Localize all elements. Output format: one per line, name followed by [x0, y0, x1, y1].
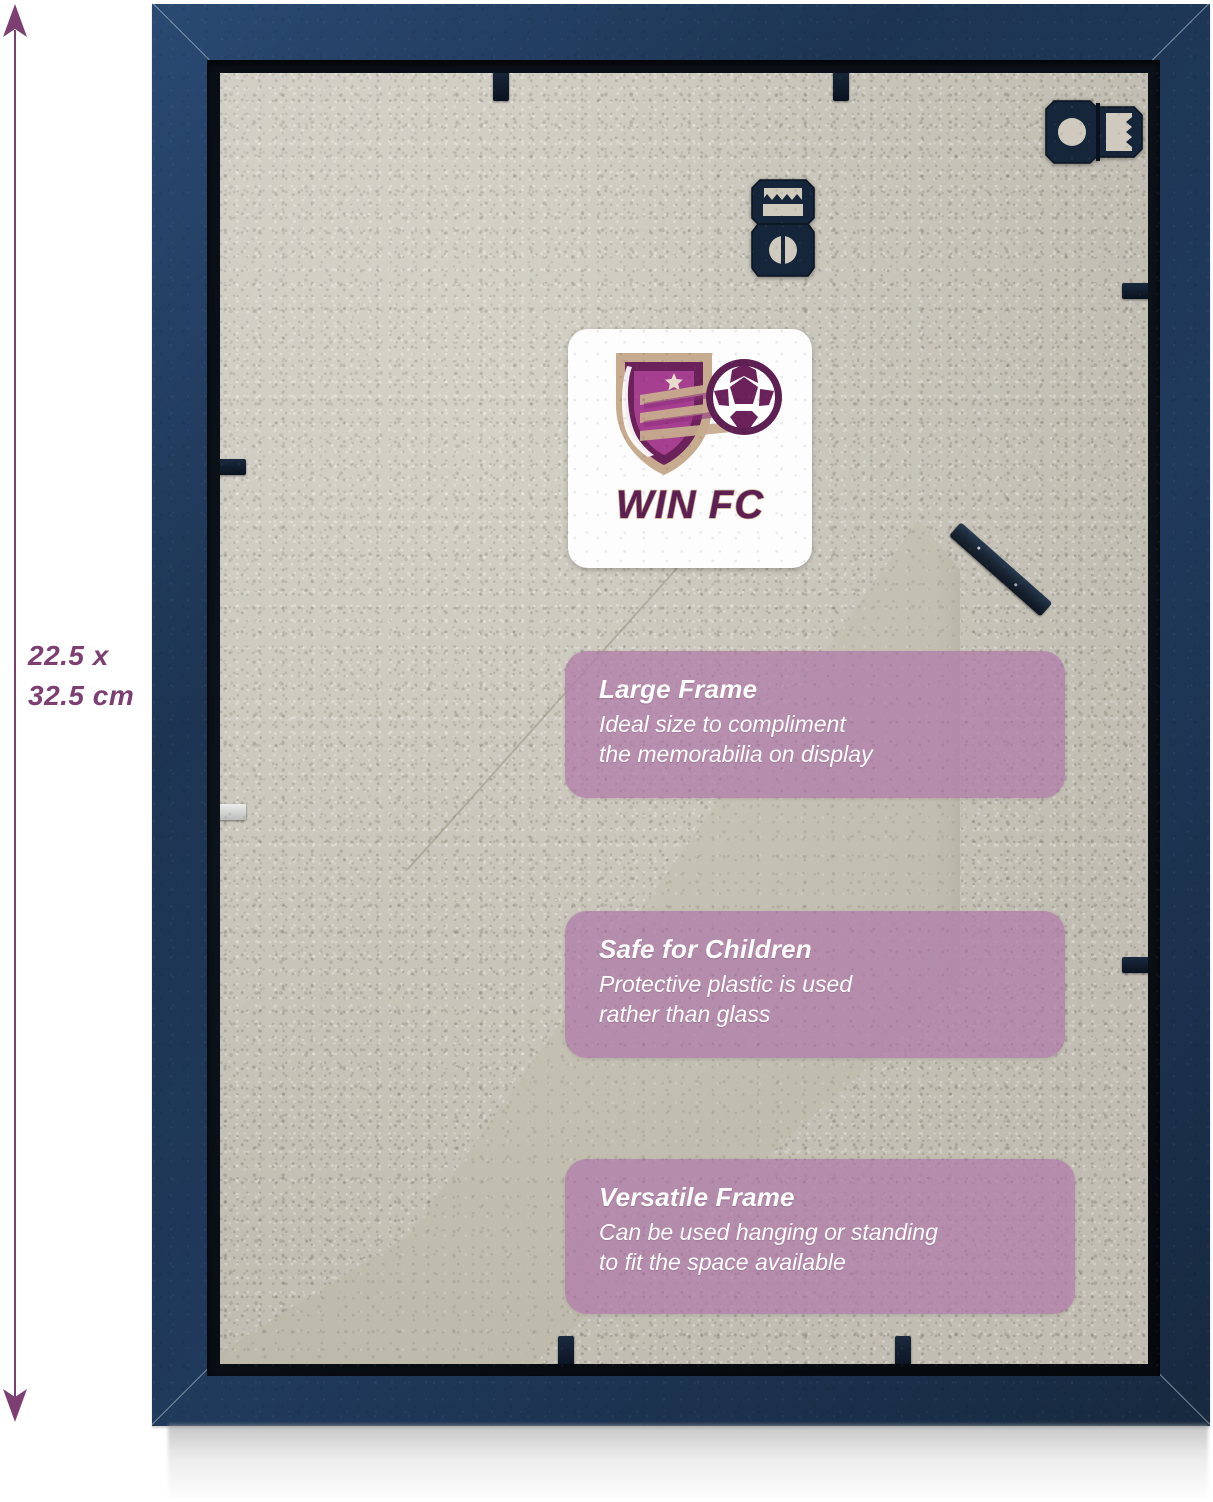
- retaining-tab-bottom-left: [558, 1336, 574, 1364]
- frame-drop-shadow: [168, 1424, 1208, 1502]
- retaining-tab-right-lower: [1122, 957, 1148, 973]
- backing-board: WIN FC Large Frame Ideal size to complim…: [220, 73, 1148, 1364]
- win-fc-logo-card: WIN FC: [568, 329, 812, 568]
- up-arrow-icon: [1, 4, 29, 38]
- callout-body: Ideal size to compliment the memorabilia…: [599, 711, 873, 767]
- picture-frame: WIN FC Large Frame Ideal size to complim…: [151, 2, 1211, 1426]
- callout-title: Safe for Children: [599, 934, 812, 964]
- retaining-tab-right-upper: [1122, 283, 1148, 299]
- feature-callout-large-frame: Large Frame Ideal size to compliment the…: [565, 651, 1065, 798]
- dimension-line: [14, 30, 16, 1400]
- soccer-ball-icon: [706, 359, 782, 435]
- callout-title: Versatile Frame: [599, 1182, 795, 1212]
- down-arrow-icon: [1, 1388, 29, 1422]
- retaining-tab-top-left: [493, 73, 509, 101]
- callout-body: Can be used hanging or standing to fit t…: [599, 1219, 938, 1275]
- retaining-tab-top-right: [833, 73, 849, 101]
- feature-callout-versatile-frame: Versatile Frame Can be used hanging or s…: [565, 1159, 1075, 1314]
- sawtooth-hanger-right: [1044, 99, 1144, 165]
- retaining-tab-left-lower: [220, 804, 246, 820]
- retaining-tab-left-upper: [220, 459, 246, 475]
- retaining-tab-bottom-right: [895, 1336, 911, 1364]
- easel-hinge-strip: [949, 522, 1053, 617]
- dimension-ruler: 22.5 x 32.5 cm: [0, 0, 150, 1500]
- win-fc-wordmark: WIN FC: [615, 482, 765, 528]
- crest-icon: [592, 343, 788, 483]
- callout-title: Large Frame: [599, 674, 758, 704]
- callout-body: Protective plastic is used rather than g…: [599, 971, 853, 1027]
- sawtooth-hanger-top: [750, 178, 816, 278]
- dimension-label: 22.5 x 32.5 cm: [28, 640, 135, 711]
- feature-callout-safe-for-children: Safe for Children Protective plastic is …: [565, 911, 1065, 1058]
